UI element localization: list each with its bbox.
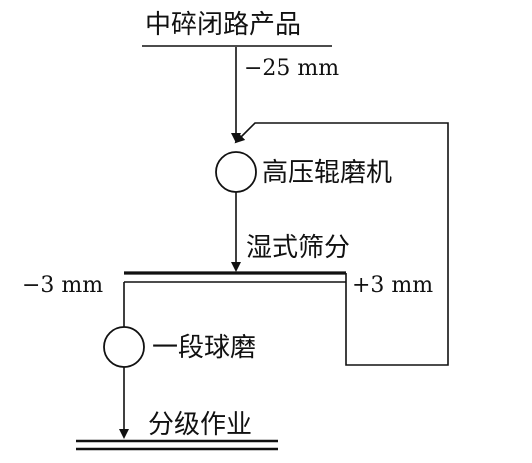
hpgr-label: 高压辊磨机 [262, 158, 393, 188]
ball-mill-circle [103, 326, 145, 368]
classification-label: 分级作业 [148, 410, 253, 440]
feed-size-label: −25 mm [244, 56, 340, 81]
hpgr-circle [215, 151, 257, 193]
screen-label: 湿式筛分 [246, 233, 351, 263]
undersize-label: −3 mm [22, 273, 104, 298]
source-label: 中碎闭路产品 [145, 10, 302, 40]
oversize-label: +3 mm [352, 273, 434, 298]
oversize-recycle-line [234, 122, 449, 366]
ball-mill-label: 一段球磨 [152, 333, 257, 363]
